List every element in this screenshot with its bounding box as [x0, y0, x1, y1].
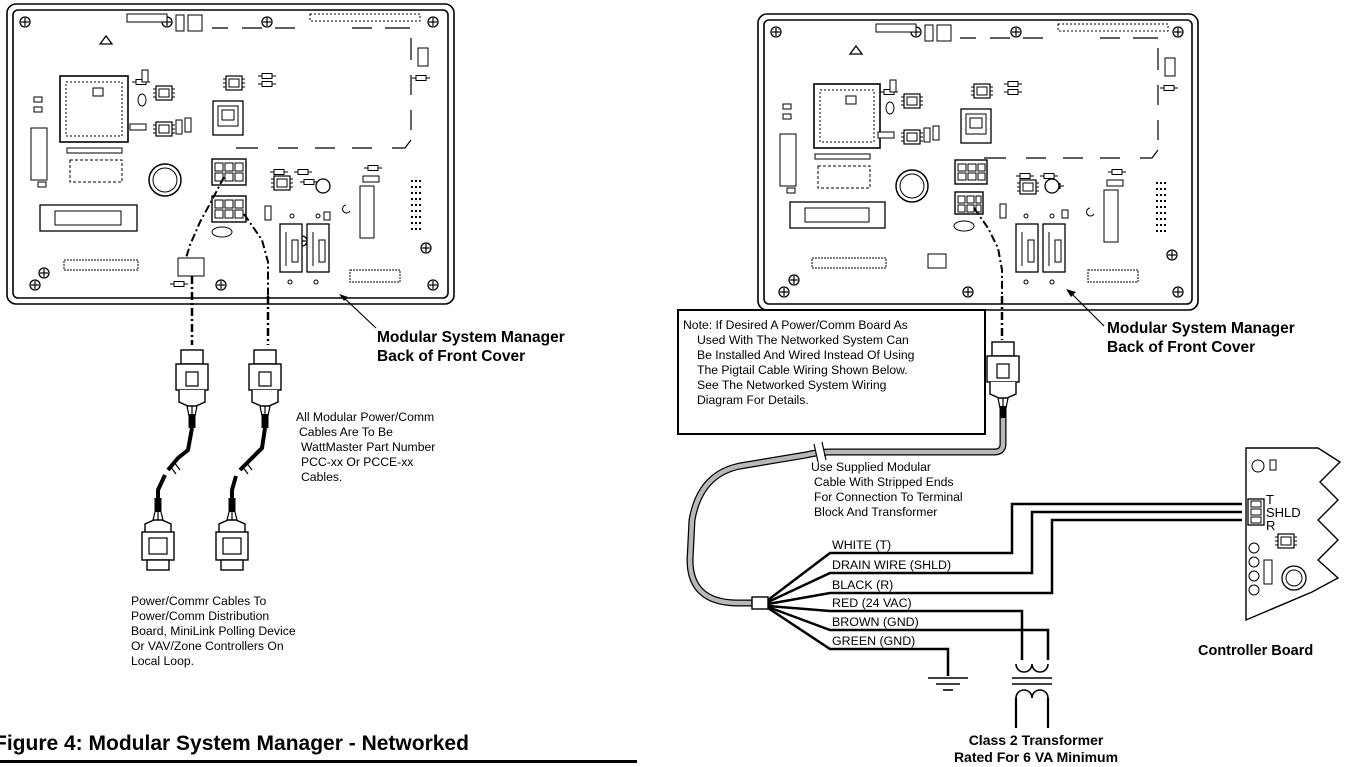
- terminal-label-shld: SHLD: [1266, 505, 1301, 520]
- transformer-label-line2: Rated For 6 VA Minimum: [953, 749, 1119, 765]
- boxed-note-line4: The Pigtail Cable Wiring Shown Below.: [697, 363, 908, 377]
- figure-title: Figure 4: Modular System Manager - Netwo…: [0, 732, 469, 755]
- wire-label-red: RED (24 VAC): [832, 596, 912, 610]
- distribution-note-line5: Local Loop.: [131, 654, 195, 668]
- cable-note-line3: WattMaster Part Number: [301, 440, 436, 454]
- wire-label-black: BLACK (R): [832, 578, 894, 592]
- wire-label-brown: BROWN (GND): [832, 615, 919, 629]
- figure-title-rule: [0, 760, 637, 763]
- left-cables: [141, 276, 282, 571]
- left-board: [6, 3, 455, 329]
- boxed-note-line5: See The Networked System Wiring: [697, 378, 887, 392]
- left-board-label-line1: Modular System Manager: [377, 329, 565, 346]
- right-cable: [686, 296, 1242, 728]
- cable-note-line2: Cables Are To Be: [299, 425, 393, 439]
- pigtail-note-box: Note: If Desired A Power/Comm Board As U…: [677, 309, 986, 435]
- wire-label-white: WHITE (T): [832, 538, 892, 552]
- terminal-label-t: T: [1266, 492, 1274, 507]
- distribution-note-line4: Or VAV/Zone Controllers On: [131, 639, 284, 653]
- cable-note-line1: All Modular Power/Comm: [296, 410, 435, 424]
- wire-label-green: GREEN (GND): [832, 634, 916, 648]
- controller-board-label: Controller Board: [1198, 643, 1314, 659]
- terminal-label-r: R: [1266, 518, 1276, 533]
- distribution-note-line3: Board, MiniLink Polling Device: [131, 624, 296, 638]
- wire-label-drain: DRAIN WIRE (SHLD): [832, 558, 952, 572]
- right-board: [757, 13, 1199, 327]
- supplied-cable-note-line1: Use Supplied Modular: [811, 460, 931, 474]
- controller-board-graphic: [1245, 447, 1342, 622]
- distribution-note-line1: Power/Commr Cables To: [131, 594, 267, 608]
- boxed-note-line1: Note: If Desired A Power/Comm Board As: [683, 318, 908, 332]
- right-board-label-line1: Modular System Manager: [1107, 320, 1295, 337]
- boxed-note-line3: Be Installed And Wired Instead Of Using: [697, 348, 915, 362]
- cable-note-line5: Cables.: [301, 470, 343, 484]
- boxed-note-line2: Used With The Networked System Can: [697, 333, 909, 347]
- supplied-cable-note-line4: Block And Transformer: [814, 505, 938, 519]
- supplied-cable-note-line2: Cable With Stripped Ends: [814, 475, 954, 489]
- supplied-cable-note-line3: For Connection To Terminal: [814, 490, 963, 504]
- left-board-label-line2: Back of Front Cover: [377, 348, 526, 365]
- cable-note-line4: PCC-xx Or PCCE-xx: [301, 455, 414, 469]
- right-board-label-line2: Back of Front Cover: [1107, 339, 1256, 356]
- boxed-note-line6: Diagram For Details.: [697, 393, 809, 407]
- transformer-label-line1: Class 2 Transformer: [968, 732, 1104, 748]
- distribution-note-line2: Power/Comm Distribution: [131, 609, 270, 623]
